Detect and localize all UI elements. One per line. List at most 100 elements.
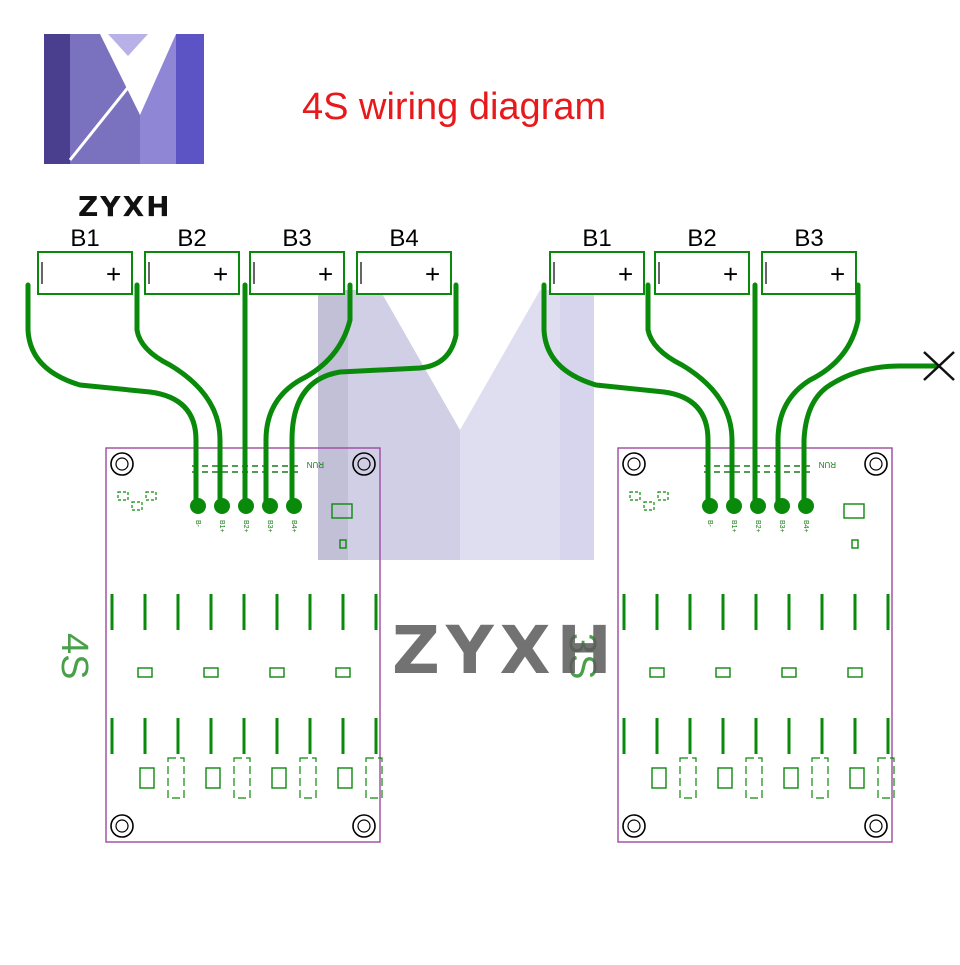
diagram-title: 4S wiring diagram — [302, 86, 607, 128]
pad-label: B- — [194, 520, 201, 528]
cell-label: B1 — [582, 225, 611, 252]
mounting-hole-inner — [627, 457, 641, 471]
pad-label: B- — [706, 520, 713, 528]
cell-plus-symbol: + — [318, 259, 333, 289]
battery-cell: +B3 — [249, 225, 345, 295]
resistor-pad — [167, 757, 185, 799]
smd-pad — [851, 539, 859, 549]
cell-label: B3 — [794, 225, 823, 252]
mounting-hole — [110, 452, 134, 476]
resistor-pad — [365, 757, 383, 799]
mosfet-pad — [205, 767, 221, 789]
resistor-pad — [811, 757, 829, 799]
brand-logo — [44, 34, 204, 164]
pad-label: B1+ — [730, 520, 737, 533]
battery-cell: + B1 — [37, 225, 133, 295]
unused-wire-marker — [923, 351, 955, 381]
smd-pad — [339, 539, 347, 549]
wire-trace — [801, 363, 939, 509]
mosfet-pad — [337, 767, 353, 789]
watermark-bar-left — [318, 290, 348, 560]
mosfet-pad — [139, 767, 155, 789]
mounting-hole-inner — [869, 819, 883, 833]
mosfet-pad — [271, 767, 287, 789]
pad-label: B2+ — [754, 520, 761, 533]
smd-pad — [269, 667, 285, 678]
logo-top-notch — [108, 34, 148, 56]
cell-body — [249, 251, 345, 295]
battery-cell: +B3 — [761, 225, 857, 295]
cell-body — [356, 251, 452, 295]
wire-trace — [541, 282, 711, 509]
mounting-hole — [110, 814, 134, 838]
cell-plus-symbol: + — [618, 259, 633, 289]
smd-pad — [331, 503, 353, 519]
cell-body — [549, 251, 645, 295]
logo-slash — [68, 59, 152, 161]
wire-trace — [25, 282, 199, 509]
pad-label: B2+ — [242, 520, 249, 533]
resistor-pad — [745, 757, 763, 799]
resistor-pad — [679, 757, 697, 799]
wire-trace — [263, 282, 353, 509]
cell-plus-symbol: + — [106, 259, 121, 289]
watermark-left-diagonal — [348, 290, 460, 560]
mounting-hole-inner — [627, 819, 641, 833]
mounting-hole — [864, 452, 888, 476]
cell-plus-symbol: + — [425, 259, 440, 289]
wire-trace — [134, 282, 223, 509]
mounting-hole-inner — [869, 457, 883, 471]
mosfet-pad — [651, 767, 667, 789]
cell-body — [144, 251, 240, 295]
mounting-hole — [352, 814, 376, 838]
cell-plus-symbol: + — [213, 259, 228, 289]
mounting-hole-inner — [357, 457, 371, 471]
pad-label: B4+ — [802, 520, 809, 533]
mounting-hole-inner — [357, 819, 371, 833]
smd-pad — [781, 667, 797, 678]
pad-label: B3+ — [778, 520, 785, 533]
watermark-logo — [318, 290, 594, 560]
resistor-pad — [233, 757, 251, 799]
wire-trace — [289, 282, 459, 509]
small-component — [629, 491, 641, 501]
pad-label: B1+ — [218, 520, 225, 533]
small-component — [657, 491, 669, 501]
cell-body — [654, 251, 750, 295]
marker-x-stroke — [923, 351, 955, 381]
smd-pad — [335, 667, 351, 678]
run-label: RUN — [818, 460, 836, 469]
brand-name: ZYXH — [78, 190, 172, 223]
logo-left-diagonal — [70, 34, 140, 164]
mounting-hole — [622, 814, 646, 838]
cell-body — [37, 251, 133, 295]
smd-pad — [137, 667, 153, 678]
pad-label: B3+ — [266, 520, 273, 533]
watermark-bar-right — [560, 290, 594, 560]
smd-pad — [847, 667, 863, 678]
watermark-text: ZYXH — [392, 612, 618, 689]
run-label: RUN — [306, 460, 324, 469]
cell-label: B2 — [687, 225, 716, 252]
wire-trace — [775, 282, 861, 509]
mosfet-pad — [717, 767, 733, 789]
logo-bar-right — [176, 34, 204, 164]
logo-bar-left — [44, 34, 70, 164]
resistor-pad — [299, 757, 317, 799]
solder-pad — [750, 498, 766, 514]
mosfet-pad — [783, 767, 799, 789]
mounting-hole — [352, 452, 376, 476]
mounting-hole-inner — [115, 819, 129, 833]
battery-cell: + B2 — [144, 225, 240, 295]
pad-row: B- B1+ B2+ B3+ B4+ — [702, 498, 814, 533]
battery-cell: +B4 — [356, 225, 452, 295]
cell-label: B1 — [70, 225, 99, 252]
small-component — [117, 491, 129, 501]
cell-label: B2 — [177, 225, 206, 252]
mounting-hole-inner — [115, 457, 129, 471]
smd-pad — [649, 667, 665, 678]
battery-cell: + B1 — [549, 225, 645, 295]
